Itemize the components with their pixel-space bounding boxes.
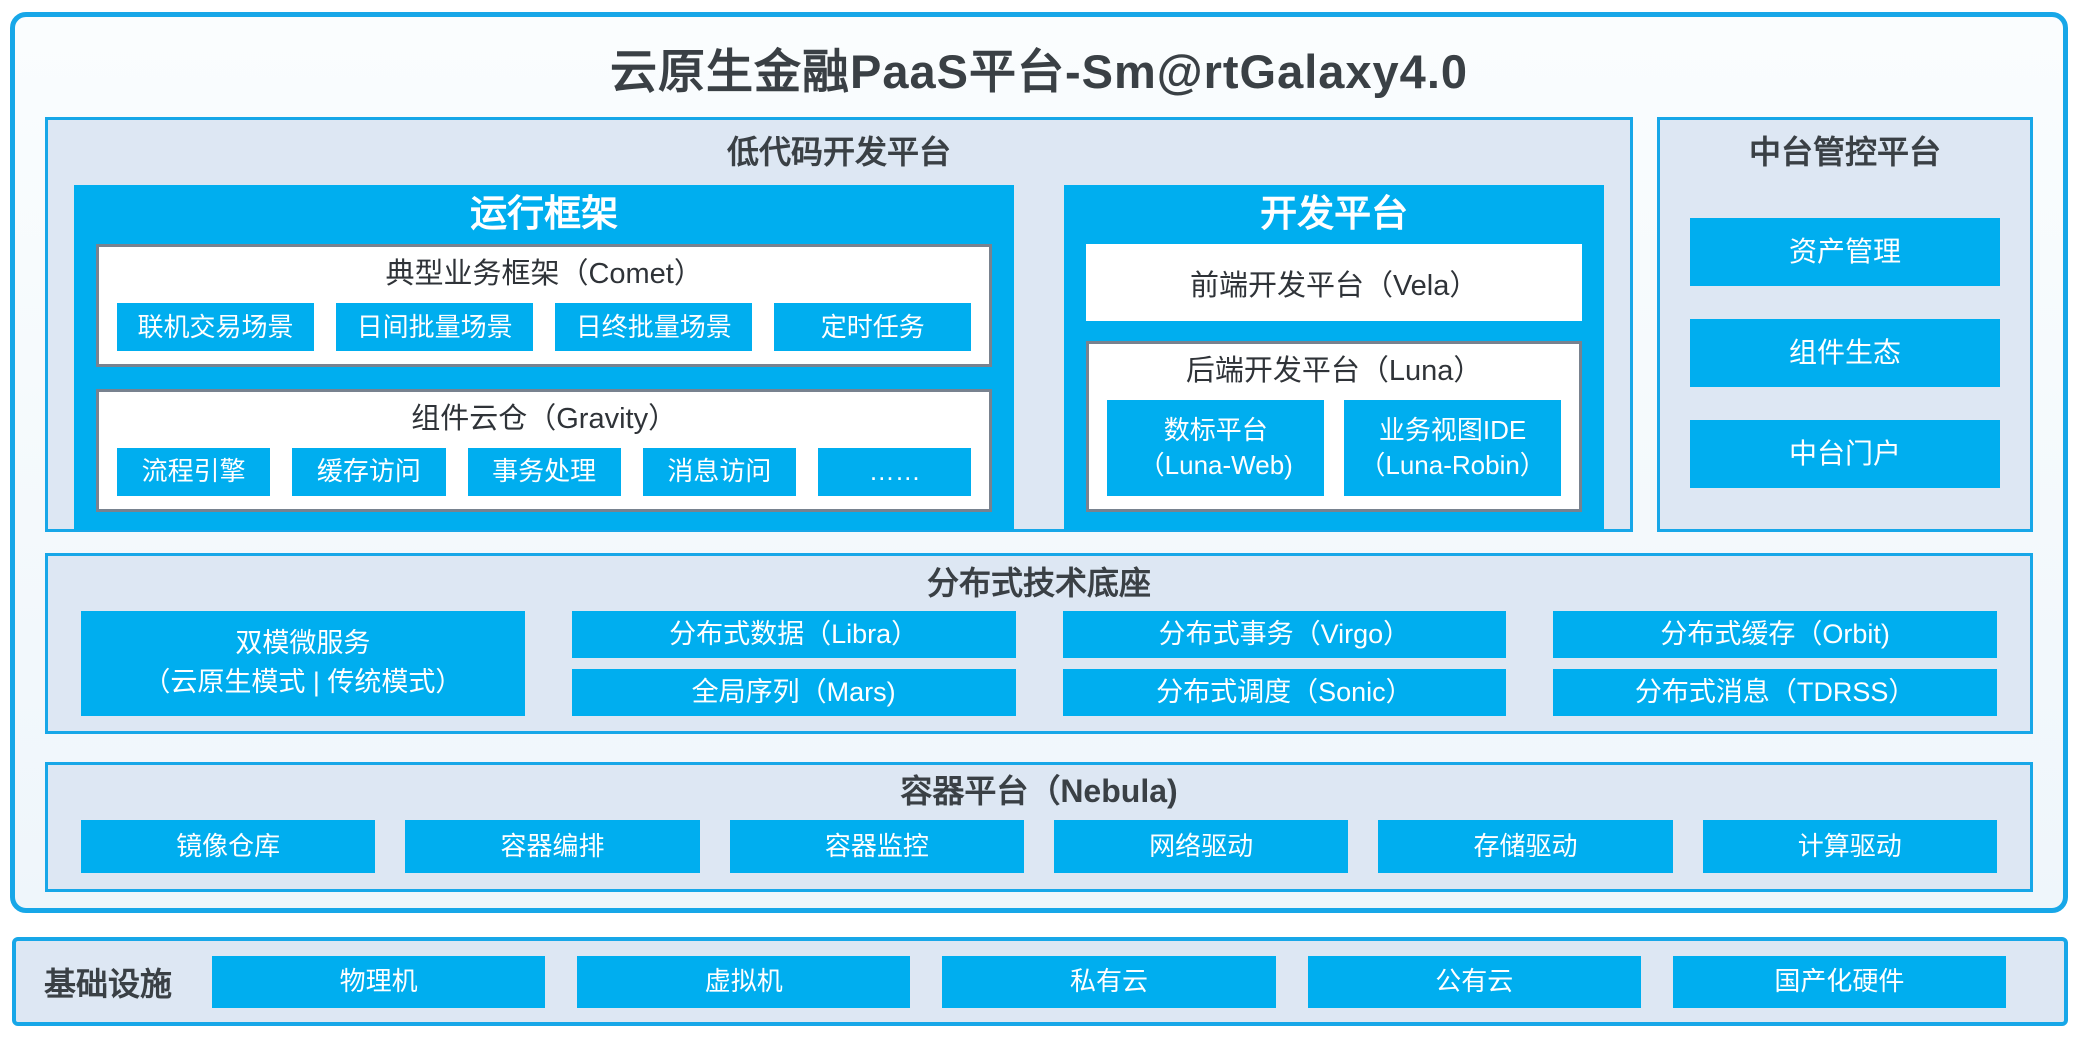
diagram-frame: 云原生金融PaaS平台-Sm@rtGalaxy4.0 低代码开发平台 运行框架 …	[10, 12, 2068, 913]
dist-data-libra: 分布式数据（Libra）	[571, 610, 1016, 658]
midplatform-item-ecosystem: 组件生态	[1690, 318, 2000, 387]
section-midplatform-control: 中台管控平台 资产管理 组件生态 中台门户	[1657, 117, 2033, 532]
dist-sequence-mars: 全局序列（Mars)	[571, 668, 1016, 716]
gravity-item-4: 消息访问	[642, 448, 797, 497]
gravity-item-3: 事务处理	[467, 448, 621, 497]
section-infrastructure: 基础设施 物理机 虚拟机 私有云 公有云 国产化硬件	[12, 937, 2068, 1026]
container-item-network-driver: 网络驱动	[1053, 819, 1349, 873]
panel-header-runtime: 运行框架	[470, 192, 619, 234]
section-header-distributed: 分布式技术底座	[926, 565, 1151, 601]
section-header-lowcode: 低代码开发平台	[726, 134, 951, 170]
section-container-platform: 容器平台（Nebula) 镜像仓库 容器编排 容器监控 网络驱动 存储驱动 计算…	[45, 762, 2033, 892]
midplatform-item-asset: 资产管理	[1690, 217, 2000, 286]
comet-items: 联机交易场景 日间批量场景 日终批量场景 定时任务	[117, 303, 972, 352]
luna-item-robin-line2: （Luna-Robin）	[1359, 450, 1546, 481]
box-gravity-title: 组件云仓（Gravity）	[411, 403, 678, 436]
box-gravity: 组件云仓（Gravity） 流程引擎 缓存访问 事务处理 消息访问 ……	[96, 389, 993, 513]
section-header-container: 容器平台（Nebula)	[900, 773, 1178, 809]
comet-item-4: 定时任务	[774, 303, 972, 352]
section-header-midplatform: 中台管控平台	[1748, 134, 1941, 170]
gravity-item-more: ……	[818, 448, 972, 497]
panel-header-dev: 开发平台	[1260, 192, 1409, 234]
lowcode-panels: 运行框架 典型业务框架（Comet） 联机交易场景 日间批量场景 日终批量场景 …	[48, 184, 1630, 550]
infra-item-physical-machine: 物理机	[212, 955, 546, 1008]
dist-transaction-virgo: 分布式事务（Virgo）	[1062, 610, 1507, 658]
infra-item-domestic-hardware: 国产化硬件	[1672, 955, 2007, 1008]
gravity-item-1: 流程引擎	[117, 448, 271, 497]
luna-item-robin: 业务视图IDE （Luna-Robin）	[1344, 400, 1562, 497]
box-vela: 前端开发平台（Vela）	[1086, 244, 1582, 322]
comet-item-1: 联机交易场景	[117, 303, 315, 352]
panel-dev-platform: 开发平台 前端开发平台（Vela） 后端开发平台（Luna） 数标平台 （Lun…	[1064, 184, 1604, 531]
container-item-image-registry: 镜像仓库	[81, 819, 376, 873]
dist-dual-line1: 双模微服务	[235, 628, 371, 659]
infrastructure-label: 基础设施	[44, 965, 173, 1002]
section-distributed-base: 分布式技术底座 双模微服务 （云原生模式 | 传统模式） 分布式数据（Libra…	[45, 553, 2033, 734]
distributed-grid: 双模微服务 （云原生模式 | 传统模式） 分布式数据（Libra） 分布式事务（…	[81, 610, 1997, 716]
comet-item-2: 日间批量场景	[336, 303, 534, 352]
container-item-compute-driver: 计算驱动	[1702, 819, 1997, 873]
box-comet-title: 典型业务框架（Comet）	[385, 258, 703, 291]
panel-runtime-framework: 运行框架 典型业务框架（Comet） 联机交易场景 日间批量场景 日终批量场景 …	[74, 184, 1015, 531]
container-item-orchestration: 容器编排	[405, 819, 700, 873]
infra-item-virtual-machine: 虚拟机	[577, 955, 911, 1008]
luna-item-web-line1: 数标平台	[1163, 415, 1268, 446]
box-comet: 典型业务框架（Comet） 联机交易场景 日间批量场景 日终批量场景 定时任务	[96, 244, 993, 368]
container-items: 镜像仓库 容器编排 容器监控 网络驱动 存储驱动 计算驱动	[81, 819, 1997, 873]
row-top: 低代码开发平台 运行框架 典型业务框架（Comet） 联机交易场景 日间批量场景…	[45, 117, 2033, 532]
section-lowcode-platform: 低代码开发平台 运行框架 典型业务框架（Comet） 联机交易场景 日间批量场景…	[45, 117, 1633, 532]
infra-item-public-cloud: 公有云	[1307, 955, 1641, 1008]
midplatform-items: 资产管理 组件生态 中台门户	[1690, 185, 2000, 521]
luna-item-robin-line1: 业务视图IDE	[1378, 415, 1527, 446]
comet-item-3: 日终批量场景	[555, 303, 753, 352]
dist-dual-line2: （云原生模式 | 传统模式）	[143, 667, 463, 698]
container-item-storage-driver: 存储驱动	[1378, 819, 1673, 873]
luna-items: 数标平台 （Luna-Web) 业务视图IDE （Luna-Robin）	[1107, 400, 1562, 497]
infrastructure-items: 物理机 虚拟机 私有云 公有云 国产化硬件	[212, 955, 2007, 1008]
dist-scheduler-sonic: 分布式调度（Sonic）	[1062, 668, 1507, 716]
diagram-content: 低代码开发平台 运行框架 典型业务框架（Comet） 联机交易场景 日间批量场景…	[15, 117, 2063, 908]
midplatform-item-portal: 中台门户	[1690, 419, 2000, 488]
container-item-monitoring: 容器监控	[729, 819, 1024, 873]
dist-message-tdrss: 分布式消息（TDRSS）	[1553, 668, 1997, 716]
dist-cache-orbit: 分布式缓存（Orbit)	[1553, 610, 1997, 658]
infra-item-private-cloud: 私有云	[942, 955, 1276, 1008]
box-luna: 后端开发平台（Luna） 数标平台 （Luna-Web) 业务视图IDE （Lu…	[1086, 341, 1582, 513]
box-luna-title: 后端开发平台（Luna）	[1185, 355, 1483, 388]
luna-item-web-line2: （Luna-Web)	[1138, 450, 1293, 481]
dist-dual-mode-microservice: 双模微服务 （云原生模式 | 传统模式）	[81, 610, 525, 716]
diagram-title: 云原生金融PaaS平台-Sm@rtGalaxy4.0	[609, 44, 1469, 98]
luna-item-web: 数标平台 （Luna-Web)	[1107, 400, 1325, 497]
gravity-item-2: 缓存访问	[292, 448, 446, 497]
gravity-items: 流程引擎 缓存访问 事务处理 消息访问 ……	[117, 448, 972, 497]
